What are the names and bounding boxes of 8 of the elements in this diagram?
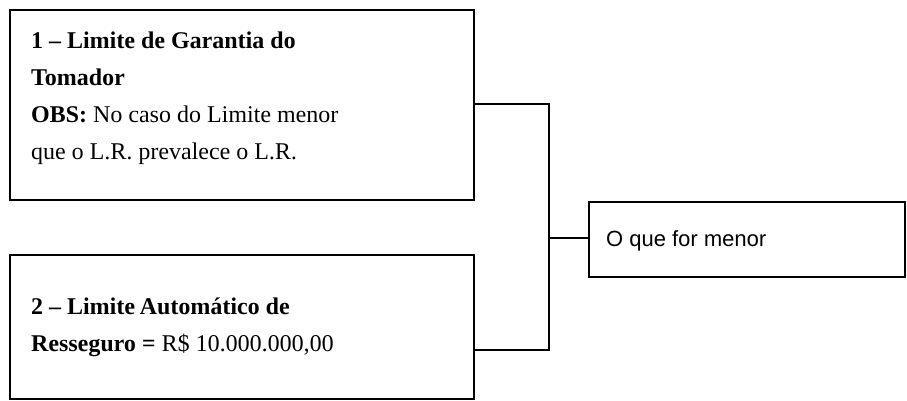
result-text: O que for menor [606, 225, 768, 253]
heading: 1 – Limite de Garantia do Tomador [31, 27, 297, 93]
limit-text: 2 – Limite Automático de Resseguro = R$ 10.000.000,00 [31, 293, 335, 359]
text-box [9, 9, 475, 201]
text-box [588, 201, 906, 278]
connector-line [475, 237, 588, 351]
text-box [9, 254, 475, 400]
note-text: OBS: No caso do Limite menor que o L.R. prevalece o L.R. [31, 101, 340, 167]
